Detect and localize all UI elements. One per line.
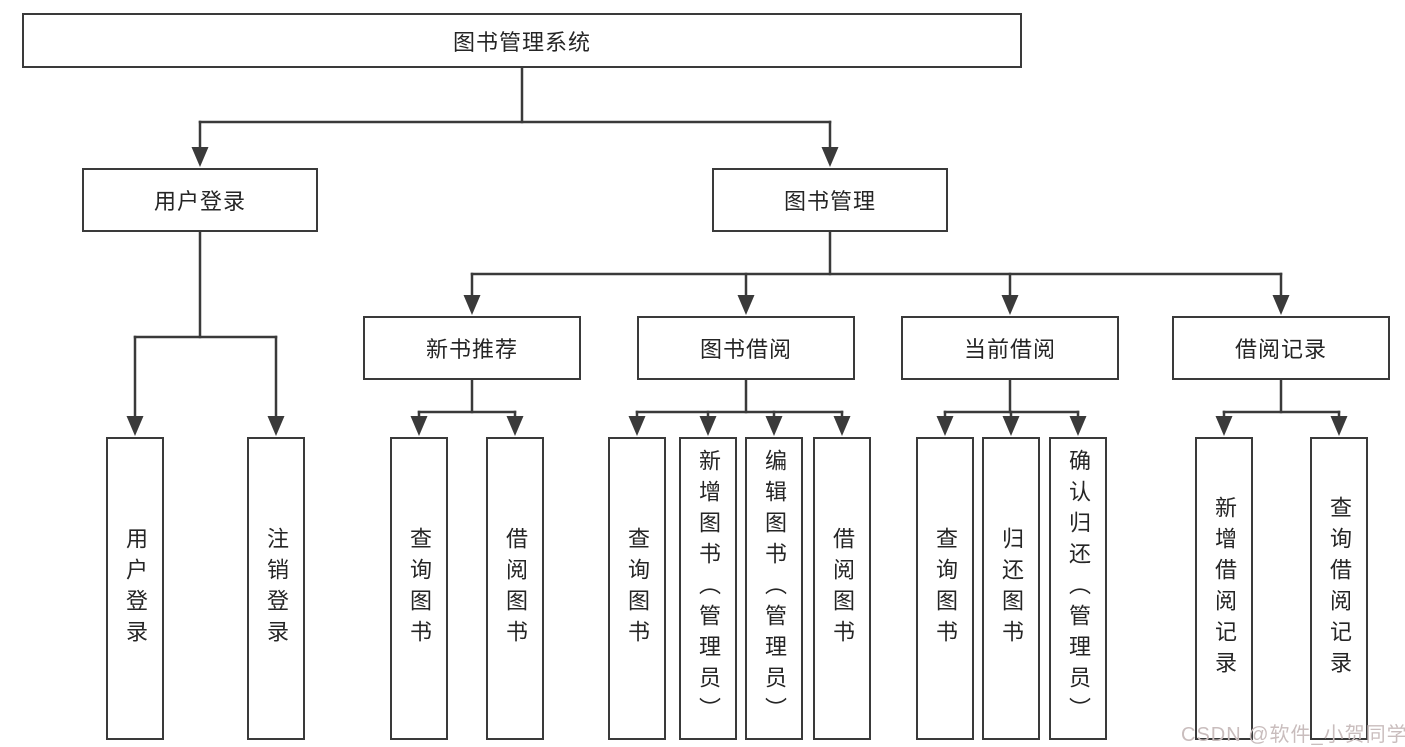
leaf-query-books-borrowing: 查询图书 [608, 437, 666, 740]
leaf-borrow-books-borrowing: 借阅图书 [813, 437, 871, 740]
connector-arrowhead [1069, 416, 1087, 436]
connector-arrowhead [833, 416, 851, 436]
leaf-return-books: 归还图书 [982, 437, 1040, 740]
node-book-management: 图书管理 [712, 168, 948, 232]
node-label: 图书借阅 [699, 337, 792, 362]
node-book-borrowing: 图书借阅 [637, 316, 855, 380]
node-label: 借阅记录 [1234, 337, 1327, 362]
leaf-label: 注销登录 [264, 526, 289, 651]
node-borrowing-records: 借阅记录 [1172, 316, 1390, 380]
leaf-add-borrow-record: 新增借阅记录 [1195, 437, 1253, 740]
leaf-label: 归还图书 [999, 526, 1024, 651]
connector-arrowhead [821, 147, 839, 167]
node-label: 图书管理 [783, 189, 876, 214]
connector-arrowhead [506, 416, 524, 436]
leaf-label: 用户登录 [123, 526, 148, 651]
leaf-label: 借阅图书 [830, 526, 855, 651]
watermark: CSDN @软件_小贺同学 [1181, 724, 1405, 746]
node-user-login: 用户登录 [82, 168, 318, 232]
leaf-label: 查询借阅记录 [1327, 495, 1352, 682]
node-label: 用户登录 [153, 189, 246, 214]
connector-arrowhead [936, 416, 954, 436]
connector-arrowhead [1272, 295, 1290, 315]
node-label: 图书管理系统 [452, 29, 591, 55]
leaf-add-book-admin: 新增图书（管理员） [679, 437, 737, 740]
connector-arrowhead [410, 416, 428, 436]
connector-arrowhead [765, 416, 783, 436]
leaf-borrow-books-recommend: 借阅图书 [486, 437, 544, 740]
connector-arrowhead [737, 295, 755, 315]
leaf-query-borrow-record: 查询借阅记录 [1310, 437, 1368, 740]
node-label: 新书推荐 [425, 337, 518, 362]
connector-arrowhead [1002, 416, 1020, 436]
leaf-query-books-current: 查询图书 [916, 437, 974, 740]
connector-arrowhead [1001, 295, 1019, 315]
node-library-system: 图书管理系统 [22, 13, 1022, 68]
leaf-logout: 注销登录 [247, 437, 305, 740]
leaf-label: 编辑图书（管理员） [762, 449, 787, 728]
leaf-label: 借阅图书 [503, 526, 528, 651]
connector-arrowhead [628, 416, 646, 436]
leaf-label: 新增图书（管理员） [696, 449, 721, 728]
connector-arrowhead [191, 147, 209, 167]
connector-arrowhead [699, 416, 717, 436]
leaf-label: 查询图书 [407, 526, 432, 651]
leaf-edit-book-admin: 编辑图书（管理员） [745, 437, 803, 740]
leaf-confirm-return-admin: 确认归还（管理员） [1049, 437, 1107, 740]
leaf-query-books-recommend: 查询图书 [390, 437, 448, 740]
leaf-label: 查询图书 [625, 526, 650, 651]
connector-arrowhead [1330, 416, 1348, 436]
leaf-label: 确认归还（管理员） [1066, 449, 1091, 728]
leaf-label: 新增借阅记录 [1212, 495, 1237, 682]
leaf-user-login: 用户登录 [106, 437, 164, 740]
connector-arrowhead [126, 416, 144, 436]
node-current-borrowing: 当前借阅 [901, 316, 1119, 380]
connector-arrowhead [267, 416, 285, 436]
node-new-book-recommend: 新书推荐 [363, 316, 581, 380]
connector-arrowhead [1215, 416, 1233, 436]
leaf-label: 查询图书 [933, 526, 958, 651]
node-label: 当前借阅 [963, 337, 1056, 362]
connector-arrowhead [463, 295, 481, 315]
